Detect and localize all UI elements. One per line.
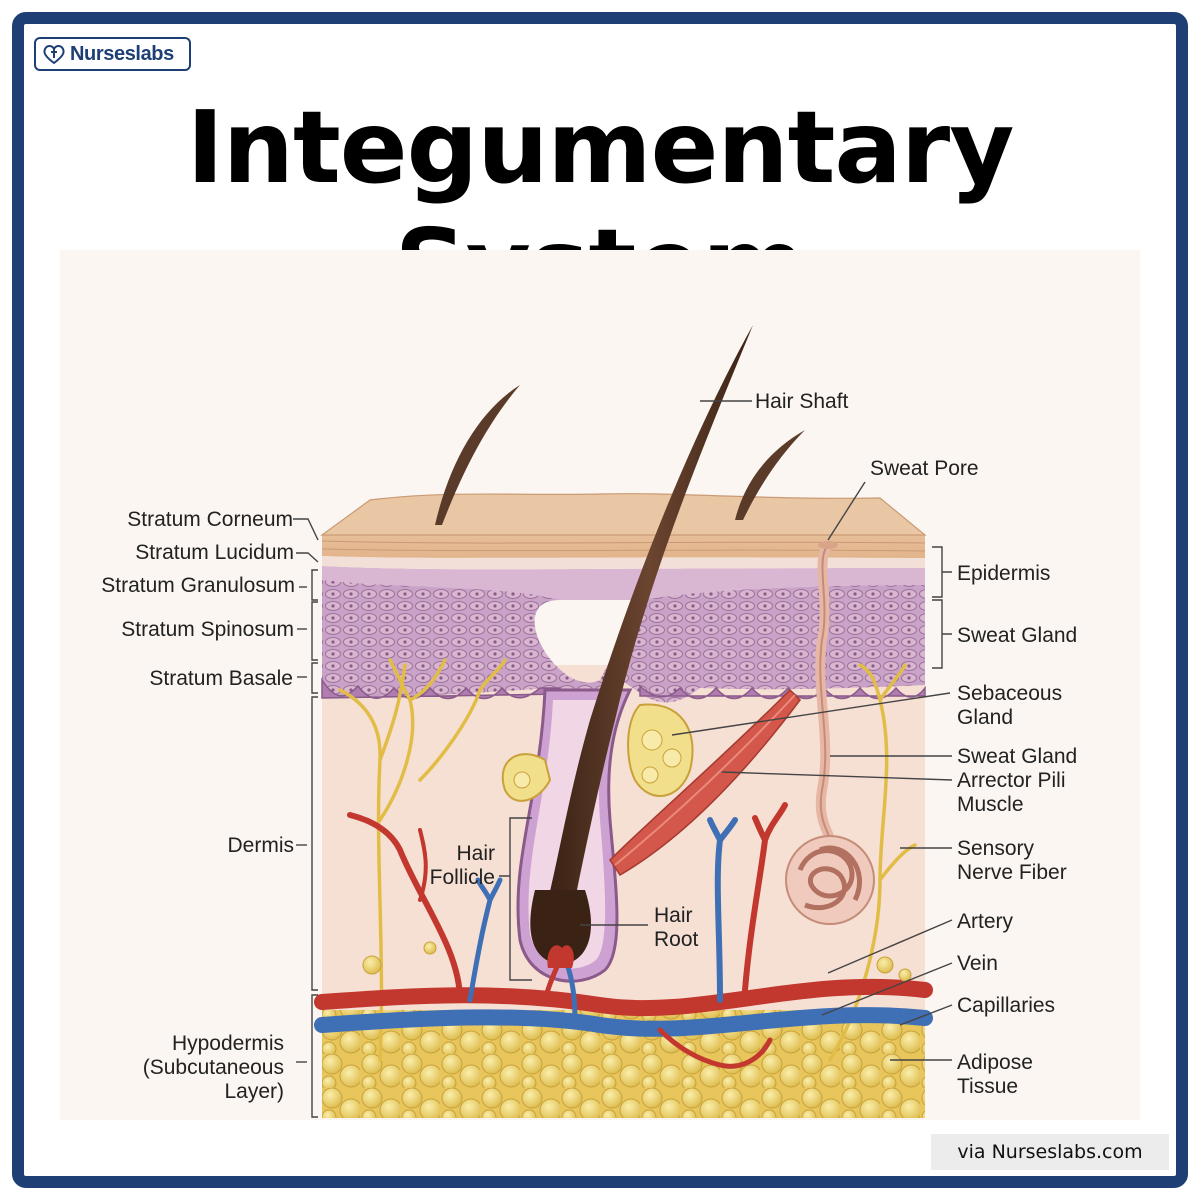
leader-lines <box>293 400 953 1118</box>
stratum-lucidum-layer <box>322 556 925 570</box>
nurseslabs-logo[interactable]: Nurseslabs <box>34 37 191 71</box>
label-stratum-corneum: Stratum Corneum <box>127 508 293 531</box>
label-sebaceous-gland-line1: Sebaceous <box>957 682 1062 705</box>
logo-text: Nurseslabs <box>70 42 174 65</box>
center-labels: Hair Shaft Hair Follicle Hair Root <box>430 390 849 951</box>
label-artery: Artery <box>957 910 1014 933</box>
label-sweat-gland-2: Sweat Gland <box>957 745 1077 768</box>
sweat-gland <box>785 540 875 925</box>
label-capillaries: Capillaries <box>957 994 1055 1017</box>
label-arrector-pili-line1: Arrector Pili <box>957 769 1066 792</box>
label-hair-follicle-line1: Hair <box>456 842 495 865</box>
label-stratum-spinosum: Stratum Spinosum <box>121 618 294 641</box>
heart-logo-icon <box>43 45 65 65</box>
dermal-fat-globules <box>362 941 912 982</box>
label-hypodermis-line1: Hypodermis <box>172 1032 284 1055</box>
label-adipose-line1: Adipose <box>957 1051 1033 1074</box>
label-sensory-nerve-line2: Nerve Fiber <box>957 861 1067 884</box>
label-hypodermis-line2: (Subcutaneous <box>143 1056 284 1079</box>
right-labels: Sweat Pore Epidermis Sweat Gland Sebaceo… <box>870 457 1077 1098</box>
small-hair-left <box>435 385 520 525</box>
label-sweat-gland-1: Sweat Gland <box>957 624 1077 647</box>
small-hair-right <box>735 430 805 520</box>
label-adipose-line2: Tissue <box>957 1075 1018 1098</box>
label-sweat-pore: Sweat Pore <box>870 457 979 480</box>
label-dermis: Dermis <box>228 834 295 857</box>
label-epidermis: Epidermis <box>957 562 1050 585</box>
label-sebaceous-gland-line2: Gland <box>957 706 1013 729</box>
label-vein: Vein <box>957 952 998 975</box>
label-sensory-nerve-line1: Sensory <box>957 837 1035 860</box>
label-hypodermis-line3: Layer) <box>224 1080 284 1103</box>
label-hair-root-line1: Hair <box>654 904 693 927</box>
stratum-granulosum-layer <box>322 566 925 600</box>
vein <box>314 1007 933 1037</box>
label-stratum-granulosum: Stratum Granulosum <box>101 574 295 597</box>
label-arrector-pili-line2: Muscle <box>957 793 1024 816</box>
hair-papilla <box>547 945 574 968</box>
label-stratum-lucidum: Stratum Lucidum <box>135 541 294 564</box>
hair-shaft <box>548 325 753 900</box>
label-hair-follicle-line2: Follicle <box>430 866 495 889</box>
sebaceous-gland <box>501 703 694 802</box>
label-hair-shaft: Hair Shaft <box>755 390 849 413</box>
left-labels: Stratum Corneum Stratum Lucidum Stratum … <box>101 508 295 1103</box>
artery <box>314 978 933 1017</box>
label-stratum-basale: Stratum Basale <box>149 667 293 690</box>
source-credit[interactable]: via Nurseslabs.com <box>931 1134 1169 1170</box>
hair-root <box>530 890 592 965</box>
label-hair-root-line2: Root <box>654 928 699 951</box>
title-line-1: Integumentary <box>186 89 1015 206</box>
